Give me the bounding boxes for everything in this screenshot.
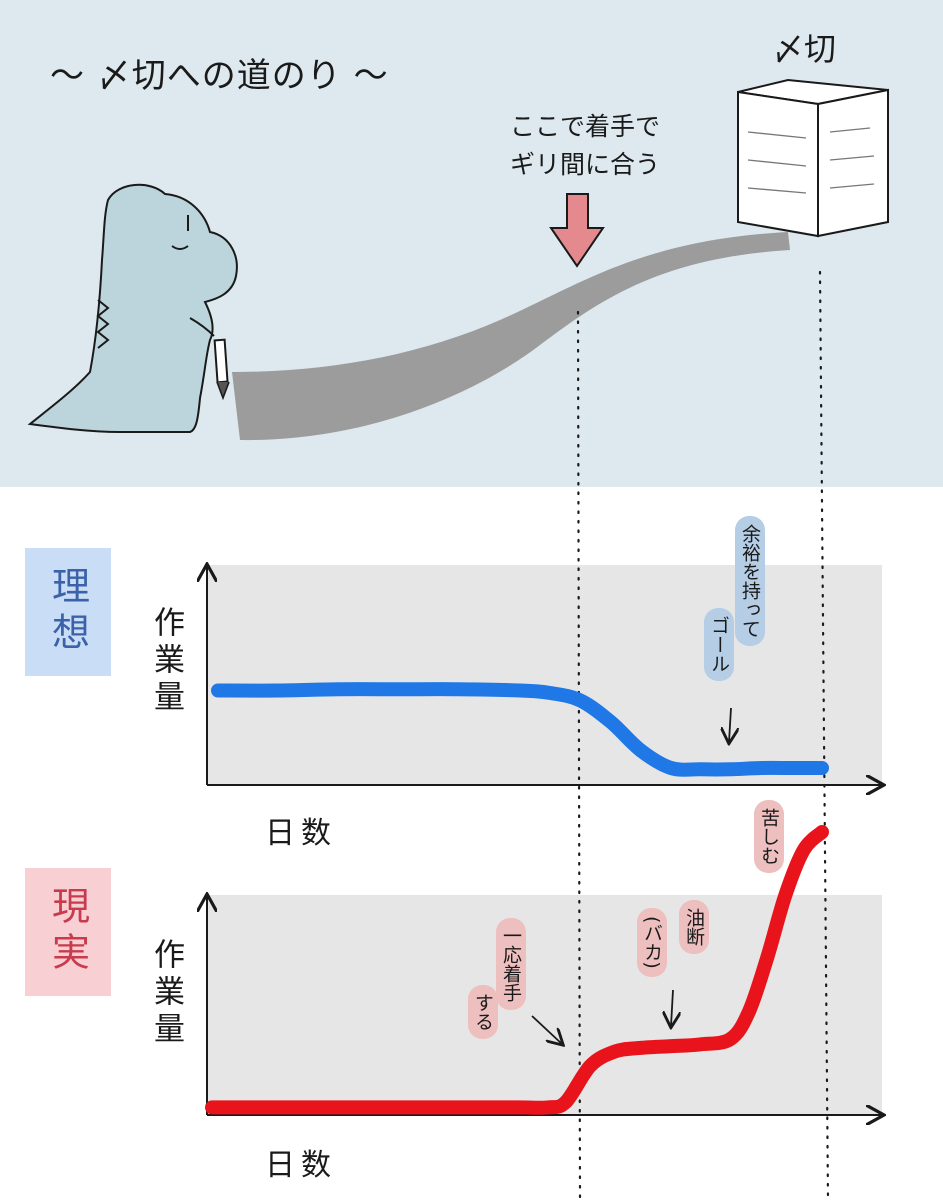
ideal-series-line	[211, 682, 829, 777]
reality-series-line	[205, 825, 829, 1115]
reality-annotation-start-2: する	[468, 985, 498, 1039]
slack-pointer-arrow	[671, 989, 673, 1026]
reality-annotation-slack: 油断	[679, 900, 709, 954]
ideal-y-axis-label: 作業量	[148, 606, 184, 717]
road-path	[232, 232, 790, 441]
ideal-annotation-goal: ゴール	[704, 608, 734, 681]
page-title: 〜 〆切への道のり 〜	[50, 56, 389, 96]
start-arrow-icon	[549, 193, 605, 268]
reality-label-box: 現実	[25, 868, 111, 996]
start-note: ここで着手でギリ間に合う	[510, 112, 661, 179]
start-pointer-arrow	[531, 1015, 562, 1044]
goal-pointer-arrow	[729, 707, 731, 742]
ideal-x-axis-label: 日数	[265, 816, 337, 851]
ideal-chart-background	[207, 565, 882, 785]
ideal-annotation-margin: 余裕を持って	[735, 516, 765, 646]
deadline-box-icon	[737, 78, 889, 238]
reality-annotation-start: 一応着手	[496, 918, 526, 1010]
reality-y-axis-label: 作業量	[148, 938, 184, 1049]
reality-annotation-slack-2: (バカ)	[637, 908, 667, 977]
reality-annotation-struggle: 苦しむ	[754, 800, 784, 873]
dinosaur-icon	[27, 183, 238, 433]
ideal-label-box: 理想	[25, 548, 111, 676]
deadline-label: 〆切	[772, 30, 837, 68]
start-guide-line	[576, 310, 582, 1200]
reality-x-axis-label: 日数	[265, 1148, 337, 1183]
